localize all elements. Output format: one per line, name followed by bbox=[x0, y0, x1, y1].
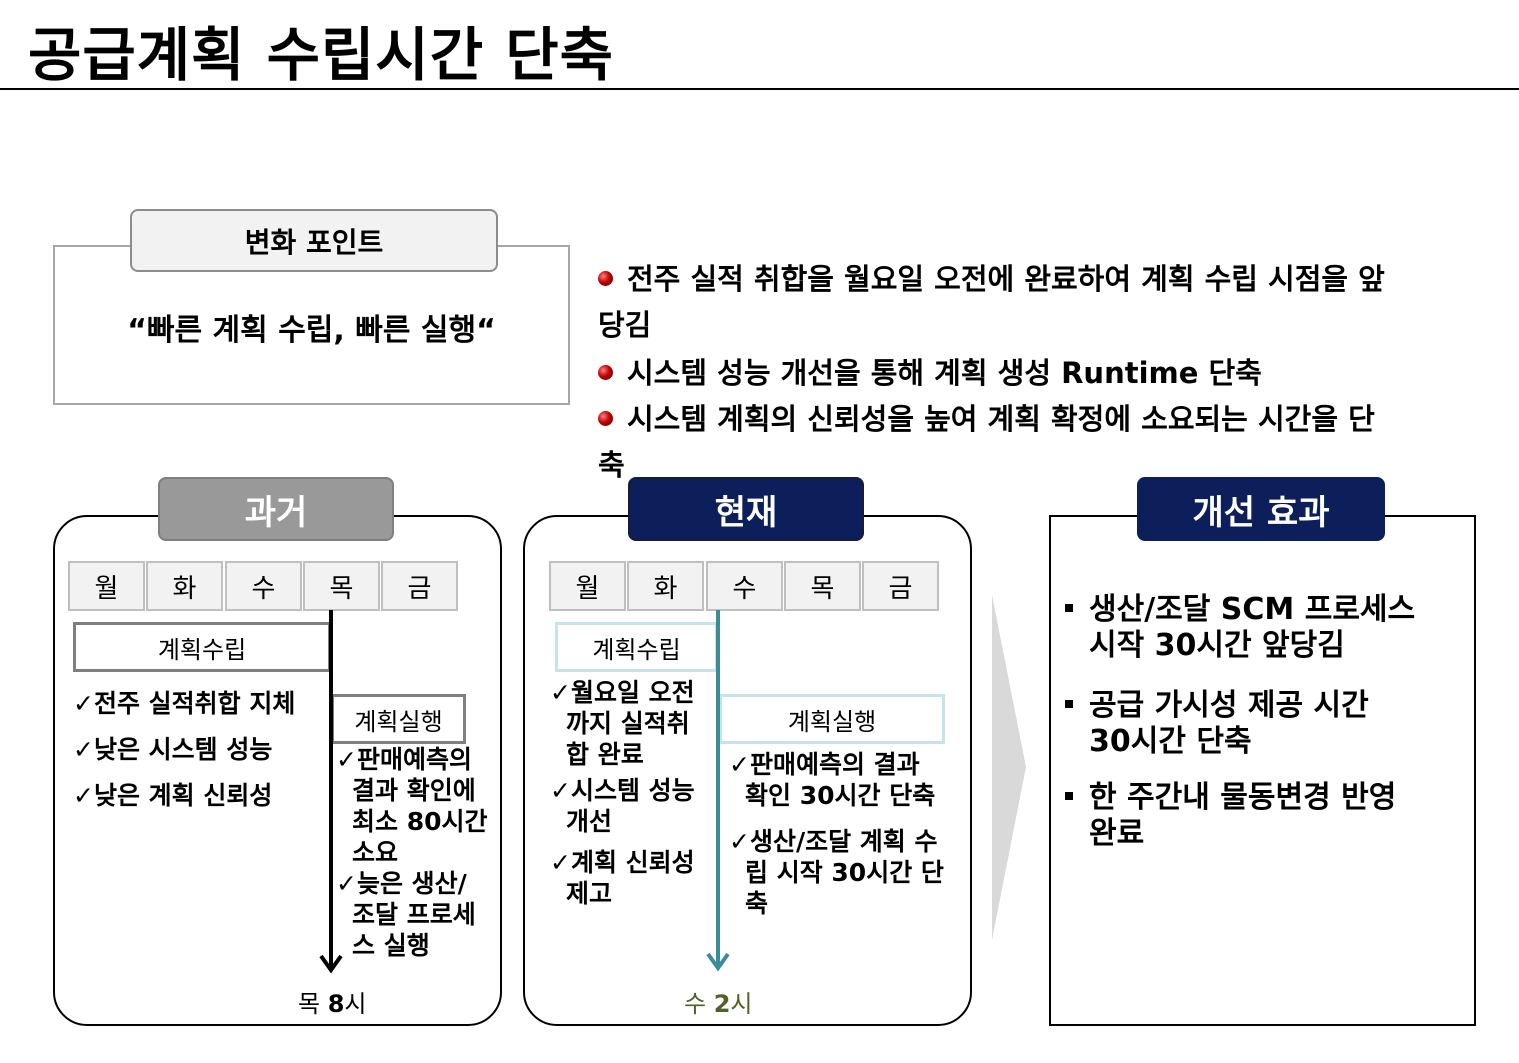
current-day-fri: 금 bbox=[862, 561, 939, 611]
effect-item-1-cont: 시작 30시간 앞당김 bbox=[1089, 628, 1345, 663]
past-day-wed: 수 bbox=[225, 561, 302, 611]
past-execution-line: 스 실행 bbox=[352, 931, 430, 960]
current-timeline-arrow bbox=[706, 610, 730, 972]
effect-panel bbox=[1049, 515, 1476, 1026]
past-execution-line: 조달 프로세 bbox=[352, 900, 476, 929]
effect-item-3-cont: 완료 bbox=[1089, 816, 1145, 851]
square-bullet-icon bbox=[1065, 792, 1073, 800]
past-day-mon: 월 bbox=[68, 561, 145, 611]
past-execution-line: ✓늦은 생산/ bbox=[336, 869, 467, 898]
current-day-tue: 화 bbox=[627, 561, 704, 611]
change-point-label: 변화 포인트 bbox=[130, 209, 498, 272]
effect-item-1: 생산/조달 SCM 프로세스 bbox=[1065, 592, 1465, 628]
current-day-mon: 월 bbox=[549, 561, 626, 611]
past-timeline-arrow bbox=[319, 610, 343, 974]
current-planning-line: ✓시스템 성능 bbox=[550, 776, 695, 805]
bullet-item-3: 시스템 계획의 신뢰성을 높여 계획 확정에 소요되는 시간을 단 bbox=[598, 396, 1478, 442]
past-time-label: 목 8시 bbox=[298, 990, 367, 1018]
square-bullet-icon bbox=[1065, 700, 1073, 708]
effect-item-3: 한 주간내 물동변경 반영 bbox=[1065, 780, 1465, 816]
chevron-right-icon bbox=[992, 595, 1026, 940]
past-planning-item: ✓전주 실적취합 지체 bbox=[73, 689, 296, 718]
past-day-thu: 목 bbox=[303, 561, 380, 611]
past-planning-label: 계획수립 bbox=[73, 622, 331, 672]
red-dot-icon bbox=[598, 411, 613, 426]
current-execution-line: 립 시작 30시간 단 bbox=[745, 858, 944, 887]
past-execution-line: 최소 80시간 bbox=[352, 807, 488, 836]
current-planning-line: 제고 bbox=[566, 879, 613, 908]
past-execution-label: 계획실행 bbox=[331, 694, 466, 744]
current-day-wed: 수 bbox=[706, 561, 783, 611]
past-planning-item: ✓낮은 계획 신뢰성 bbox=[73, 781, 273, 810]
bullet-item-2: 시스템 성능 개선을 통해 계획 생성 Runtime 단축 bbox=[598, 350, 1478, 396]
current-execution-line: 확인 30시간 단축 bbox=[745, 781, 936, 810]
past-planning-item: ✓낮은 시스템 성능 bbox=[73, 735, 273, 764]
current-time-label: 수 2시 bbox=[684, 990, 753, 1018]
red-dot-icon bbox=[598, 271, 613, 286]
current-day-thu: 목 bbox=[784, 561, 861, 611]
bullet-item-1: 전주 실적 취합을 월요일 오전에 완료하여 계획 수립 시점을 앞 bbox=[598, 256, 1478, 302]
current-planning-line: 합 완료 bbox=[566, 740, 644, 769]
past-tab: 과거 bbox=[158, 477, 394, 541]
current-execution-line: ✓판매예측의 결과 bbox=[729, 750, 920, 779]
current-planning-line: ✓월요일 오전 bbox=[550, 678, 695, 707]
current-execution-label: 계획실행 bbox=[719, 694, 945, 744]
current-tab: 현재 bbox=[628, 477, 864, 541]
page-title: 공급계획 수립시간 단축 bbox=[28, 21, 614, 89]
current-planning-label: 계획수립 bbox=[555, 622, 718, 672]
past-day-tue: 화 bbox=[146, 561, 223, 611]
effect-item-2-cont: 30시간 단축 bbox=[1089, 724, 1252, 759]
effect-tab: 개선 효과 bbox=[1137, 477, 1385, 541]
past-execution-line: 소요 bbox=[352, 838, 399, 867]
current-execution-line: 축 bbox=[745, 889, 769, 918]
title-divider bbox=[0, 88, 1519, 90]
effect-item-2: 공급 가시성 제공 시간 bbox=[1065, 688, 1465, 724]
current-execution-line: ✓생산/조달 계획 수 bbox=[729, 827, 938, 856]
square-bullet-icon bbox=[1065, 604, 1073, 612]
change-point-slogan: “빠른 계획 수립, 빠른 실행“ bbox=[127, 313, 496, 348]
current-planning-line: ✓계획 신뢰성 bbox=[550, 848, 695, 877]
current-planning-line: 까지 실적취 bbox=[566, 709, 690, 738]
current-planning-line: 개선 bbox=[566, 807, 613, 836]
bullet-item-3-cont: 축 bbox=[598, 448, 625, 482]
red-dot-icon bbox=[598, 365, 613, 380]
past-execution-line: ✓판매예측의 bbox=[336, 745, 472, 774]
bullet-item-1-cont: 당김 bbox=[598, 308, 652, 342]
past-execution-line: 결과 확인에 bbox=[352, 776, 476, 805]
past-day-fri: 금 bbox=[381, 561, 458, 611]
